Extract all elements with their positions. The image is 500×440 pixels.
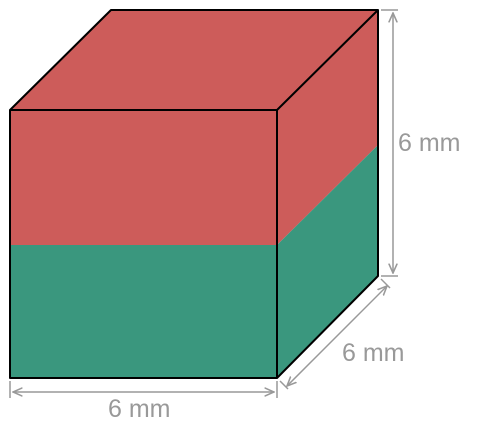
front-face-south-pole — [10, 245, 277, 378]
height-dimension-label: 6 mm — [398, 129, 461, 157]
dimension-lines — [9, 9, 398, 398]
depth-dimension-arrow — [287, 286, 387, 386]
depth-extension-back — [380, 278, 391, 289]
right-face-north-pole — [277, 10, 378, 245]
top-face-north-pole — [10, 10, 378, 110]
top-face-outline — [9, 9, 379, 111]
depth-extension-front — [279, 380, 289, 390]
width-dimension-label: 6 mm — [108, 395, 171, 423]
depth-dimension-label: 6 mm — [342, 339, 405, 367]
front-face — [10, 110, 277, 378]
front-face-north-pole — [10, 110, 277, 245]
